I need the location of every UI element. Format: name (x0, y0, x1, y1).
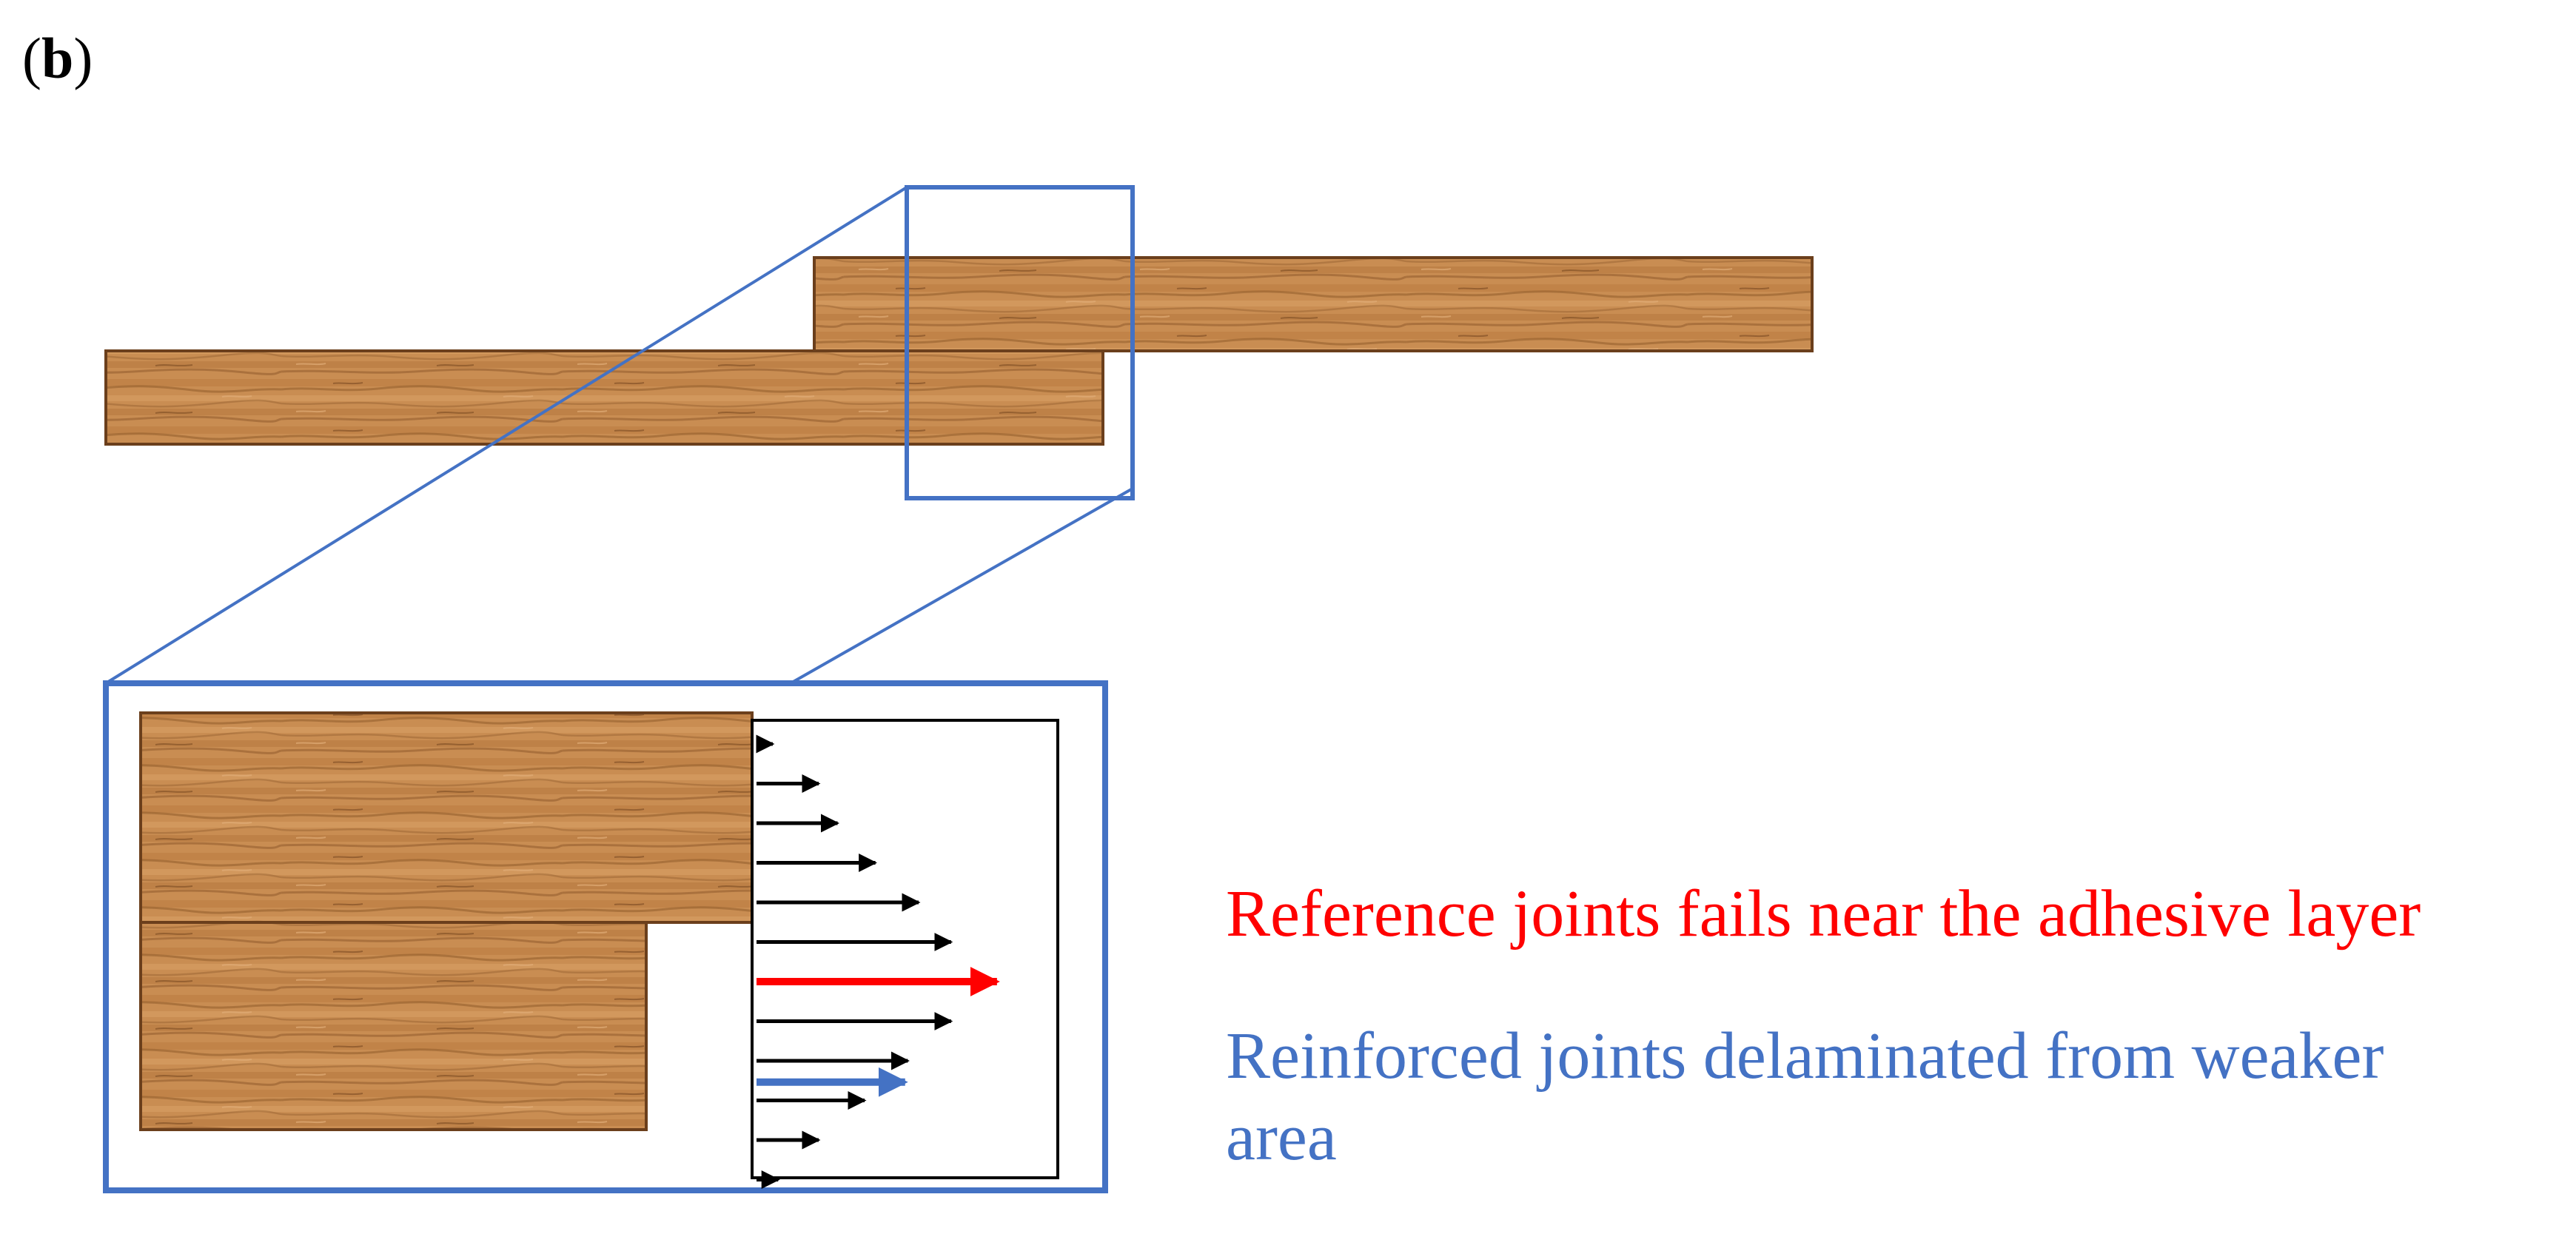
reinforced-failure-text-line2: area (1226, 1100, 1337, 1174)
overview-joint (104, 256, 1814, 446)
lower-adherend-plank (104, 349, 1104, 446)
upper-adherend-plank (813, 256, 1814, 352)
reinforced-failure-text-line1: Reinforced joints delaminated from weake… (1226, 1019, 2384, 1093)
reference-failure-caption: Reference joints fails near the adhesive… (1226, 874, 2421, 955)
stress-distribution-arrows (756, 734, 1000, 1189)
zoom-lower-plank (139, 921, 648, 1131)
panel-label-close: ) (73, 26, 93, 90)
panel-label-letter: b (41, 26, 74, 90)
zoom-connector-left (104, 186, 908, 685)
panel-label: (b) (22, 30, 93, 87)
panel-label-open: ( (22, 26, 41, 90)
reinforced-failure-caption: Reinforced joints delaminated from weake… (1226, 1016, 2384, 1179)
zoom-upper-plank (139, 711, 754, 924)
zoom-detail (103, 680, 1108, 1193)
zoom-callout (104, 185, 1135, 685)
zoom-connector-right (790, 487, 1133, 685)
stress-profile-box (751, 719, 1059, 1179)
reference-failure-text: Reference joints fails near the adhesive… (1226, 877, 2421, 951)
zoom-selection-box (905, 185, 1135, 500)
